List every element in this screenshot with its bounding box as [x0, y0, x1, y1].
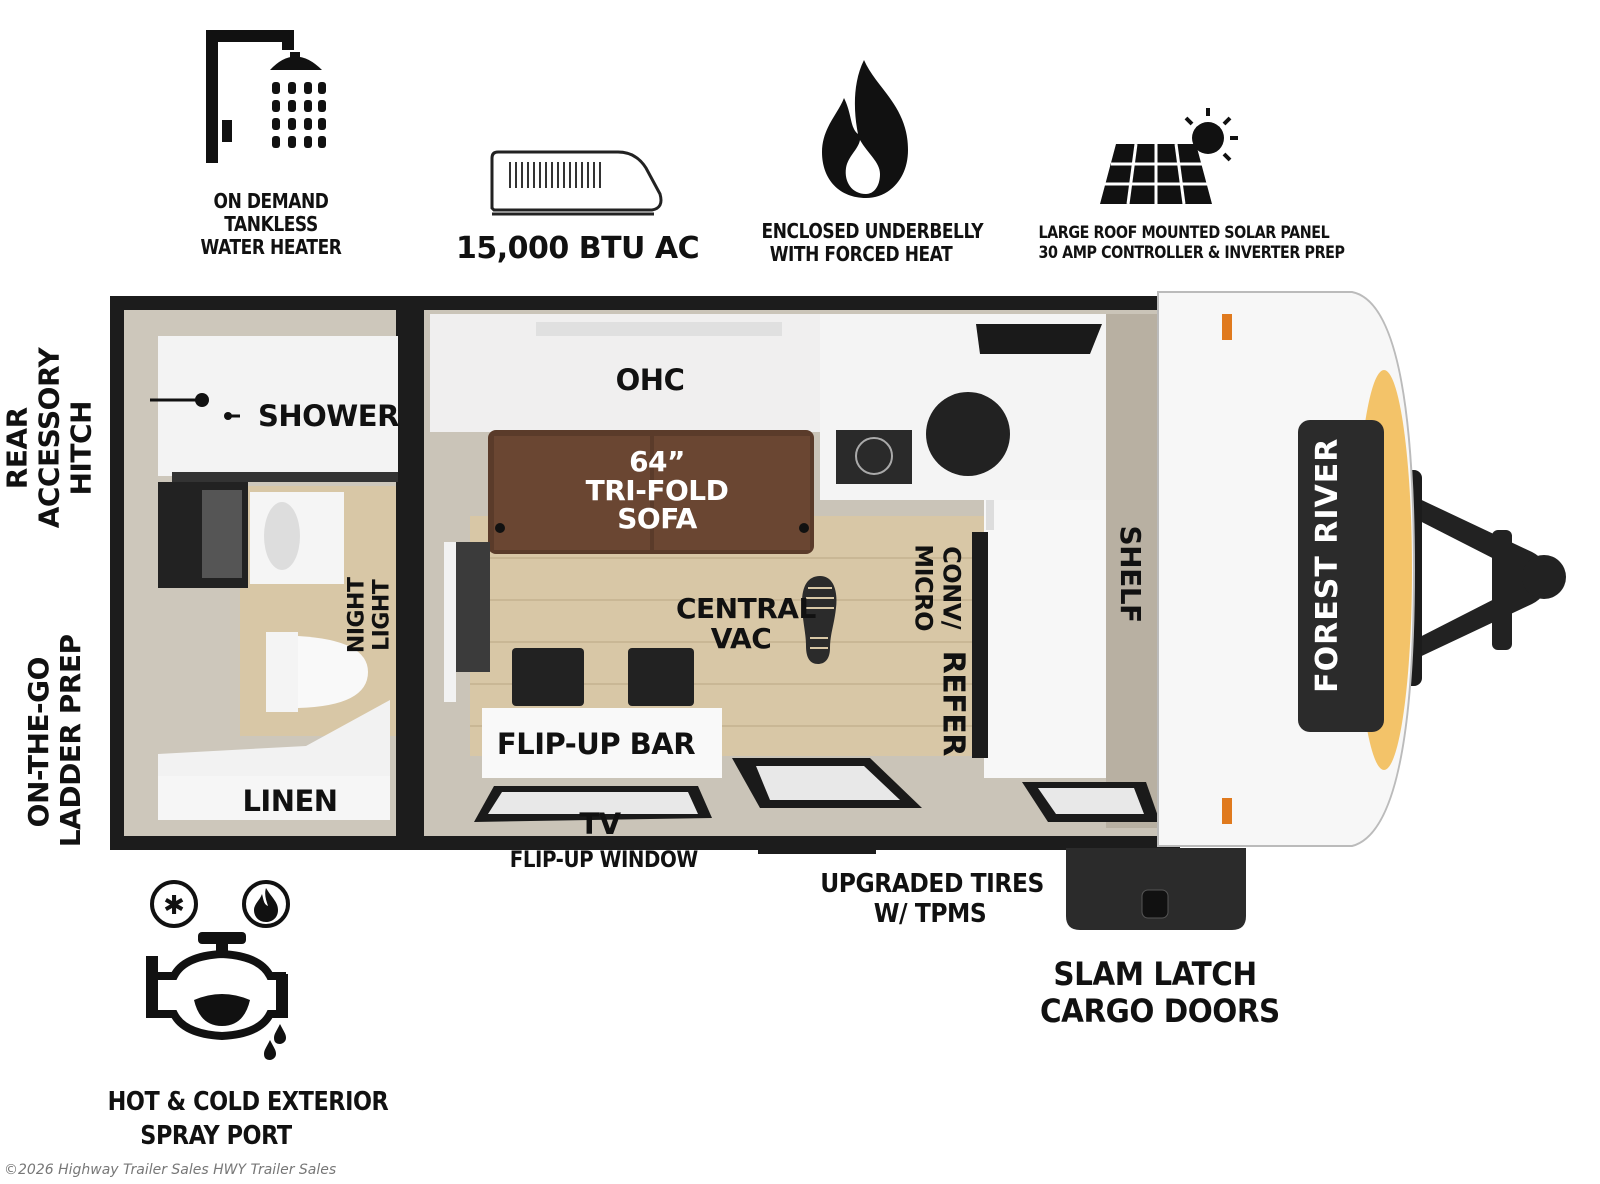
- central-vac-label: CENTRAL VAC: [676, 592, 816, 656]
- spray-port-icon: ✱: [146, 880, 290, 1060]
- tires-label: UPGRADED TIRES W/ TPMS: [820, 869, 1044, 929]
- ac-label: 15,000 BTU AC: [456, 231, 700, 266]
- rear-hitch-label: REAR ACCESSORY HITCH: [0, 347, 99, 529]
- sofa-label: 64” TRI-FOLD SOFA: [585, 445, 729, 536]
- solar-label: LARGE ROOF MOUNTED SOLAR PANEL 30 AMP CO…: [1038, 223, 1345, 263]
- front-cap: [1157, 291, 1566, 847]
- spray-port-label: HOT & COLD EXTERIOR SPRAY PORT: [107, 1087, 389, 1151]
- central-vac-icon: [802, 576, 837, 664]
- tv-label: TV: [579, 807, 621, 841]
- underbelly-label: ENCLOSED UNDERBELLY WITH FORCED HEAT: [761, 219, 984, 266]
- solar-panel-icon: [1100, 108, 1238, 205]
- shelf-label: SHELF: [1114, 525, 1148, 623]
- flame-icon: [822, 60, 908, 198]
- brand-logo: FOREST RIVER: [1309, 437, 1345, 693]
- svg-text:✱: ✱: [163, 891, 185, 921]
- air-conditioner-icon: [490, 150, 663, 216]
- water-heater-label: ON DEMAND TANKLESS WATER HEATER: [200, 189, 342, 259]
- cargo-doors-label: SLAM LATCH CARGO DOORS: [1040, 955, 1280, 1030]
- cargo-door: [1066, 848, 1246, 930]
- floorplan: [110, 296, 1180, 850]
- flip-up-bar-label: FLIP-UP BAR: [496, 727, 696, 761]
- tire-marker: [758, 846, 876, 854]
- night-light-label: NIGHT LIGHT: [344, 577, 395, 654]
- linen-label: LINEN: [242, 784, 338, 818]
- ladder-label: ON-THE-GO LADDER PREP: [21, 634, 87, 848]
- shower-icon: [206, 30, 326, 163]
- shower-label: SHOWER: [258, 399, 399, 433]
- ohc-label: OHC: [615, 363, 685, 397]
- shower-head-icon: [150, 393, 240, 420]
- watermark: ©2026 Highway Trailer Sales HWY Trailer …: [4, 1162, 337, 1178]
- conv-micro-label: CONV/ MICRO: [910, 544, 966, 631]
- refer-label: REFER: [935, 650, 971, 756]
- flip-up-window-label: FLIP-UP WINDOW: [509, 848, 698, 873]
